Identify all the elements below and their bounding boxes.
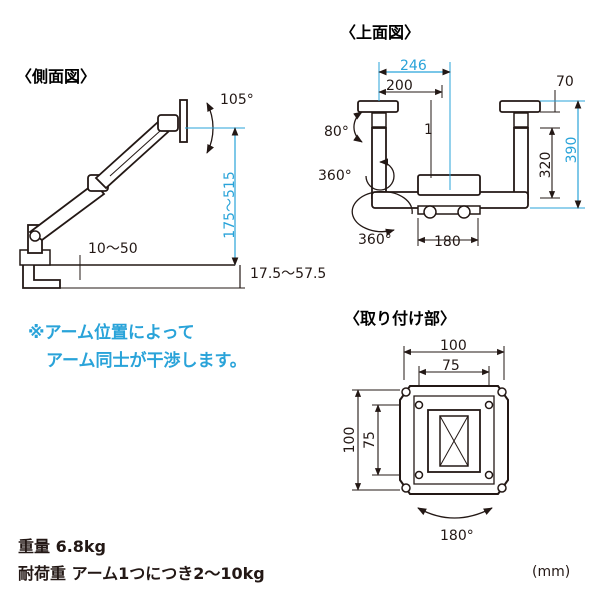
hole-outer-bl	[401, 483, 411, 493]
rotate-arc	[417, 507, 493, 519]
top-view-drawing	[351, 62, 585, 246]
side-view-drawing	[19, 99, 245, 289]
angle-arc	[353, 111, 363, 143]
load-spec: 耐荷重 アーム1つにつき2〜10kg	[18, 564, 265, 583]
mount-inner-width-label: 75	[442, 358, 460, 374]
mount-drawing	[352, 346, 509, 519]
mount-title: 〈取り付け部〉	[344, 309, 456, 328]
hole-inner-tl	[414, 400, 424, 410]
mount-outer-width-label: 100	[440, 338, 467, 354]
hole-outer-tr	[497, 387, 507, 397]
interference-note-line1: ※アーム位置によって	[28, 323, 195, 343]
hole-inner-bl	[414, 470, 424, 480]
angle-80-label: 80°	[324, 124, 349, 140]
plate-70-label: 70	[556, 74, 574, 90]
hole-inner-tr	[484, 400, 494, 410]
right-plate	[499, 100, 541, 113]
swivel-arc-lower	[351, 190, 413, 236]
clamp-range-label: 10〜50	[88, 241, 138, 257]
mount-inner-height-label: 75	[362, 431, 378, 449]
mount-outer-height-label: 100	[342, 427, 358, 454]
clamp	[22, 260, 61, 289]
weight-spec: 重量 6.8kg	[18, 537, 107, 556]
center-1-label: 1	[424, 122, 433, 138]
upper-arm	[94, 120, 170, 190]
tilt-label: 105°	[220, 92, 254, 108]
hole-outer-tl	[401, 387, 411, 397]
hole-outer-br	[497, 483, 507, 493]
unit-label: (mm)	[532, 564, 571, 580]
base-180-label: 180	[434, 234, 461, 250]
hole-inner-br	[484, 470, 494, 480]
swivel-upper-label: 360°	[318, 168, 352, 184]
swivel-arc-upper	[365, 158, 395, 191]
right-arm	[513, 127, 529, 199]
width-246-label: 246	[400, 58, 427, 74]
monitor-plate-side	[179, 99, 188, 143]
top-view-title: 〈上面図〉	[340, 23, 420, 42]
rotate-180-label: 180°	[440, 528, 474, 544]
offset-200-label: 200	[386, 78, 413, 94]
interference-note-line2: アーム同士が干渉します。	[46, 351, 247, 371]
swivel-lower-label: 360°	[358, 232, 392, 248]
height-label: 175〜515	[222, 171, 238, 238]
inner-320-label: 320	[538, 152, 554, 179]
side-view-title: 〈側面図〉	[16, 67, 96, 86]
height-390-label: 390	[564, 137, 580, 164]
left-plate	[357, 100, 399, 113]
desk-range-label: 17.5〜57.5	[250, 266, 326, 282]
